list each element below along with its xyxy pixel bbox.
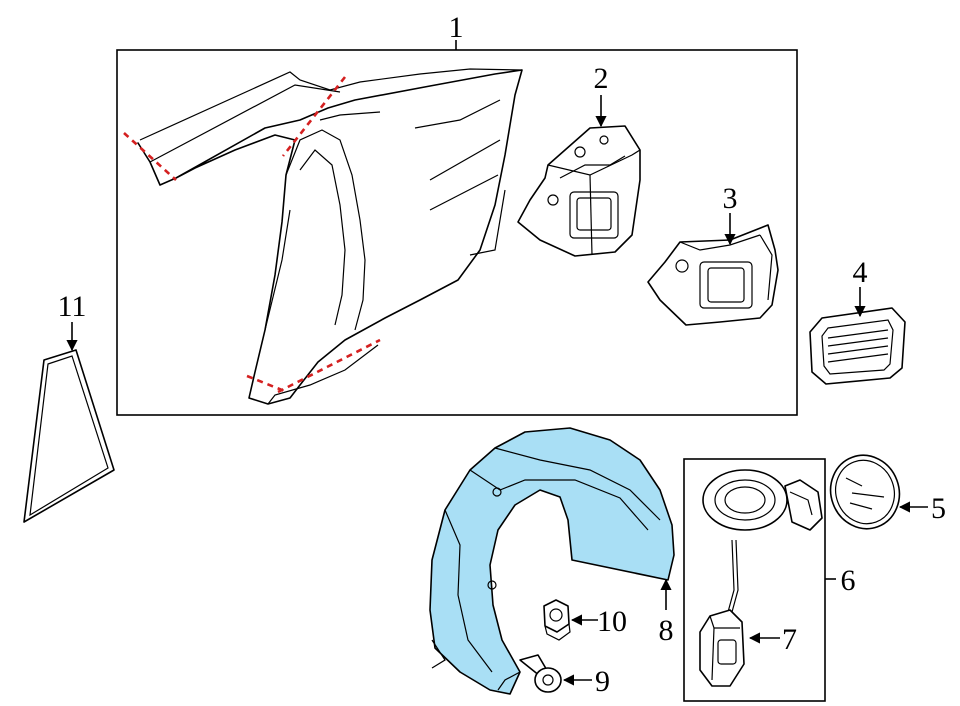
quarter-panel	[123, 68, 523, 405]
callout-11: 11	[58, 290, 87, 323]
callout-8: 8	[659, 614, 674, 647]
fuel-door-group-box	[683, 458, 826, 702]
cut-line-d	[277, 338, 381, 394]
bracket-part-2	[517, 125, 641, 257]
callout-7: 7	[782, 623, 797, 656]
callout-2: 2	[594, 62, 609, 95]
nut-part-10	[543, 599, 571, 641]
extension-part-3	[647, 224, 779, 326]
clip-part-9	[519, 654, 562, 693]
callout-10: 10	[597, 605, 627, 638]
callout-9: 9	[595, 665, 610, 698]
cut-line-c	[246, 374, 288, 394]
callout-6: 6	[841, 564, 856, 597]
cut-line-a	[123, 132, 177, 181]
fuel-door-housing-part-6	[702, 469, 823, 531]
callout-5: 5	[931, 492, 946, 525]
applique-part-11	[23, 349, 115, 523]
vent-part-4	[809, 307, 906, 385]
callout-4: 4	[853, 256, 868, 289]
cut-line-b	[281, 76, 347, 157]
wheelhouse-liner-part-8	[429, 427, 675, 695]
fuel-door-actuator-part-7	[699, 539, 745, 687]
fuel-door-part-5	[829, 454, 901, 530]
callout-1: 1	[449, 11, 464, 44]
callout-3: 3	[723, 182, 738, 215]
quarter-panel-group-box	[116, 49, 798, 416]
